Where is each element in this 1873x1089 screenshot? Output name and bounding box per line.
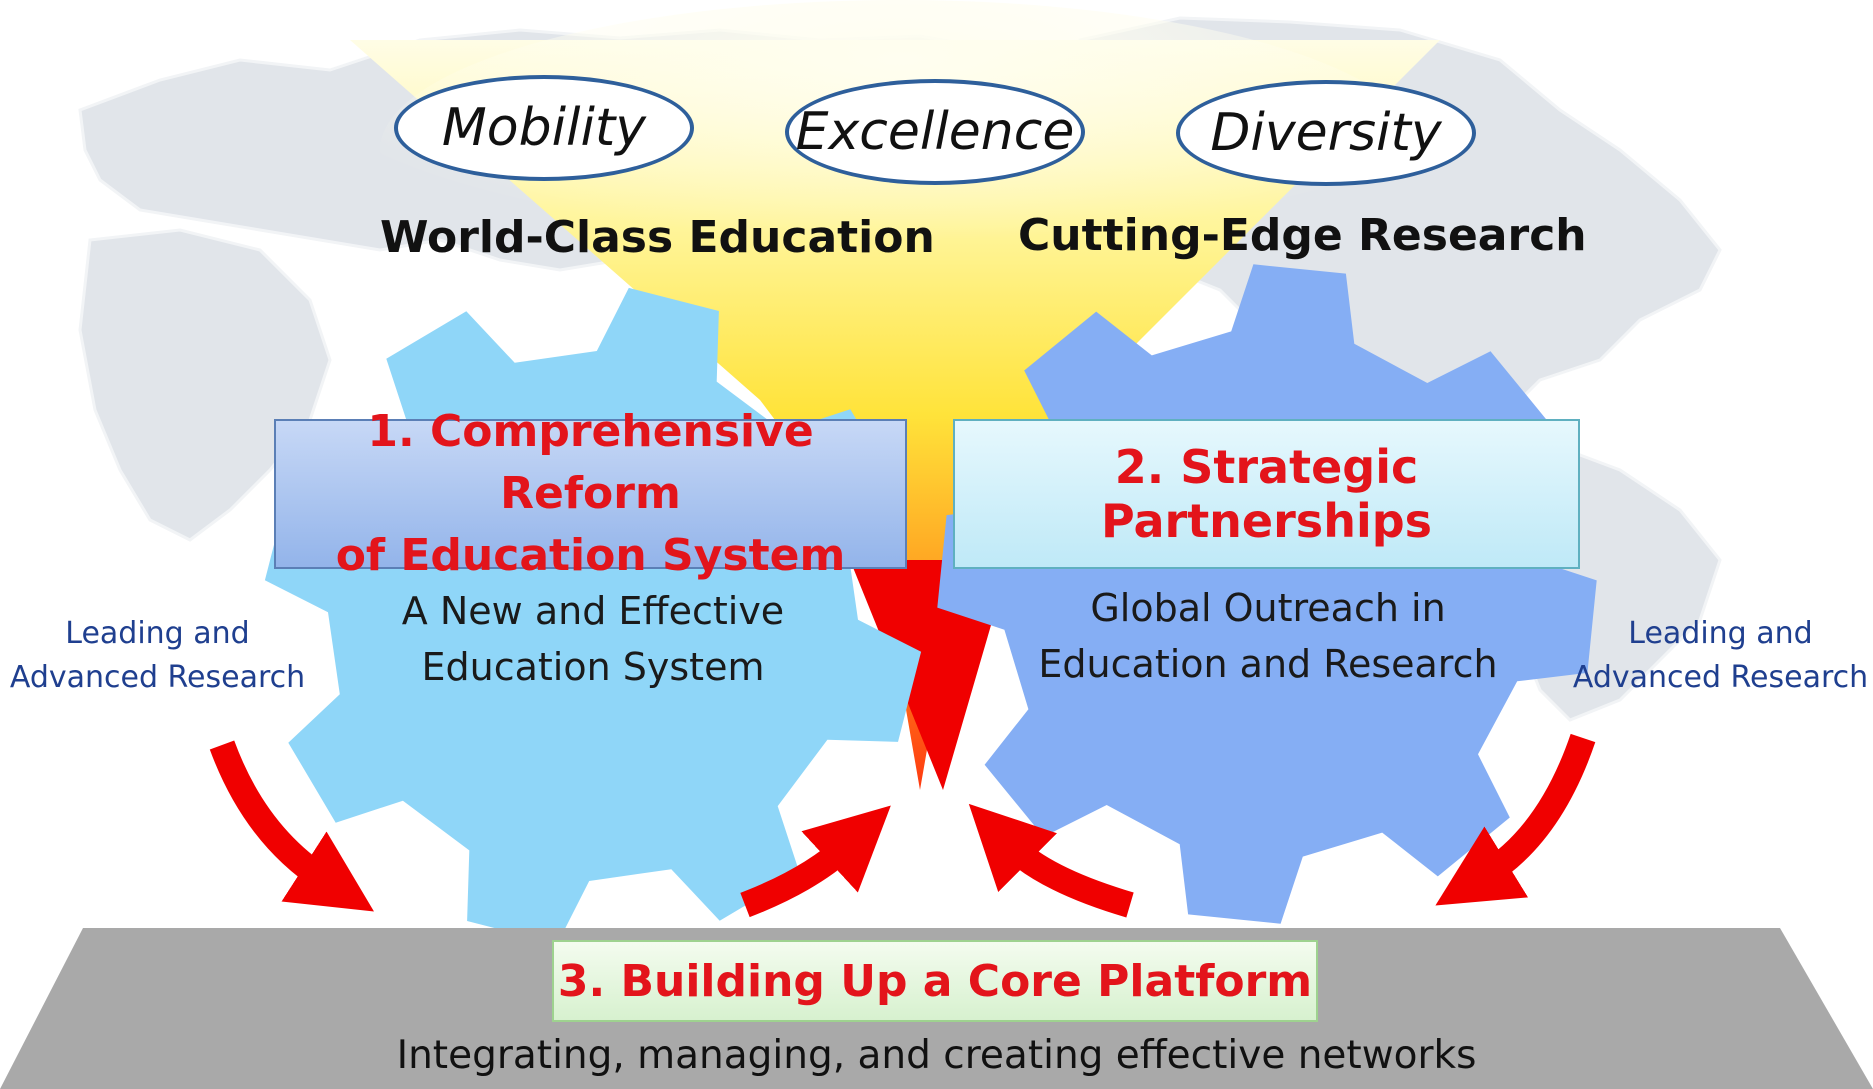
box-comprehensive-reform-line1: 1. Comprehensive Reform: [367, 406, 814, 519]
side-label-left-line2: Advanced Research: [9, 660, 306, 695]
side-label-right: Leading and Advanced Research: [1568, 612, 1873, 700]
box-comprehensive-reform: 1. Comprehensive Reform of Education Sys…: [274, 406, 907, 581]
heading-cutting-edge-research: Cutting-Edge Research: [1018, 210, 1587, 261]
box-strategic-partnerships: 2. Strategic Partnerships: [953, 419, 1580, 569]
platform-subtitle: Integrating, managing, and creating effe…: [396, 1033, 1477, 1078]
box-comprehensive-reform-line2: of Education System: [335, 530, 846, 581]
side-label-right-line2: Advanced Research: [1572, 660, 1869, 695]
map-africa: [78, 228, 332, 542]
side-label-right-line1: Leading and: [1628, 616, 1813, 651]
arrow-left-outer: [209, 740, 374, 912]
box-core-platform-title: 3. Building Up a Core Platform: [557, 955, 1313, 1007]
oval-mobility: Mobility: [394, 75, 694, 181]
side-label-left: Leading and Advanced Research: [0, 612, 315, 700]
oval-excellence: Excellence: [785, 79, 1085, 185]
oval-diversity-label: Diversity: [1210, 103, 1442, 163]
gear-left-subtitle-line1: A New and Effective: [401, 589, 785, 633]
gear-right-subtitle: Global Outreach in Education and Researc…: [1018, 580, 1518, 692]
gear-right-subtitle-line2: Education and Research: [1038, 642, 1498, 686]
arrow-right-inner: [968, 803, 1134, 918]
gear-right-subtitle-line1: Global Outreach in: [1090, 586, 1446, 630]
gear-left-subtitle: A New and Effective Education System: [343, 583, 843, 695]
curved-arrows: [209, 733, 1596, 918]
box-core-platform: 3. Building Up a Core Platform: [552, 940, 1318, 1022]
oval-mobility-label: Mobility: [441, 98, 647, 158]
side-label-left-line1: Leading and: [65, 616, 250, 651]
gear-left-subtitle-line2: Education System: [421, 645, 765, 689]
box-strategic-partnerships-title: 2. Strategic Partnerships: [1100, 440, 1433, 548]
arrow-right-outer: [1435, 733, 1596, 906]
arrow-left-inner: [740, 805, 891, 918]
oval-excellence-label: Excellence: [795, 102, 1075, 162]
oval-diversity: Diversity: [1176, 80, 1476, 186]
heading-world-class-education: World-Class Education: [380, 212, 935, 263]
